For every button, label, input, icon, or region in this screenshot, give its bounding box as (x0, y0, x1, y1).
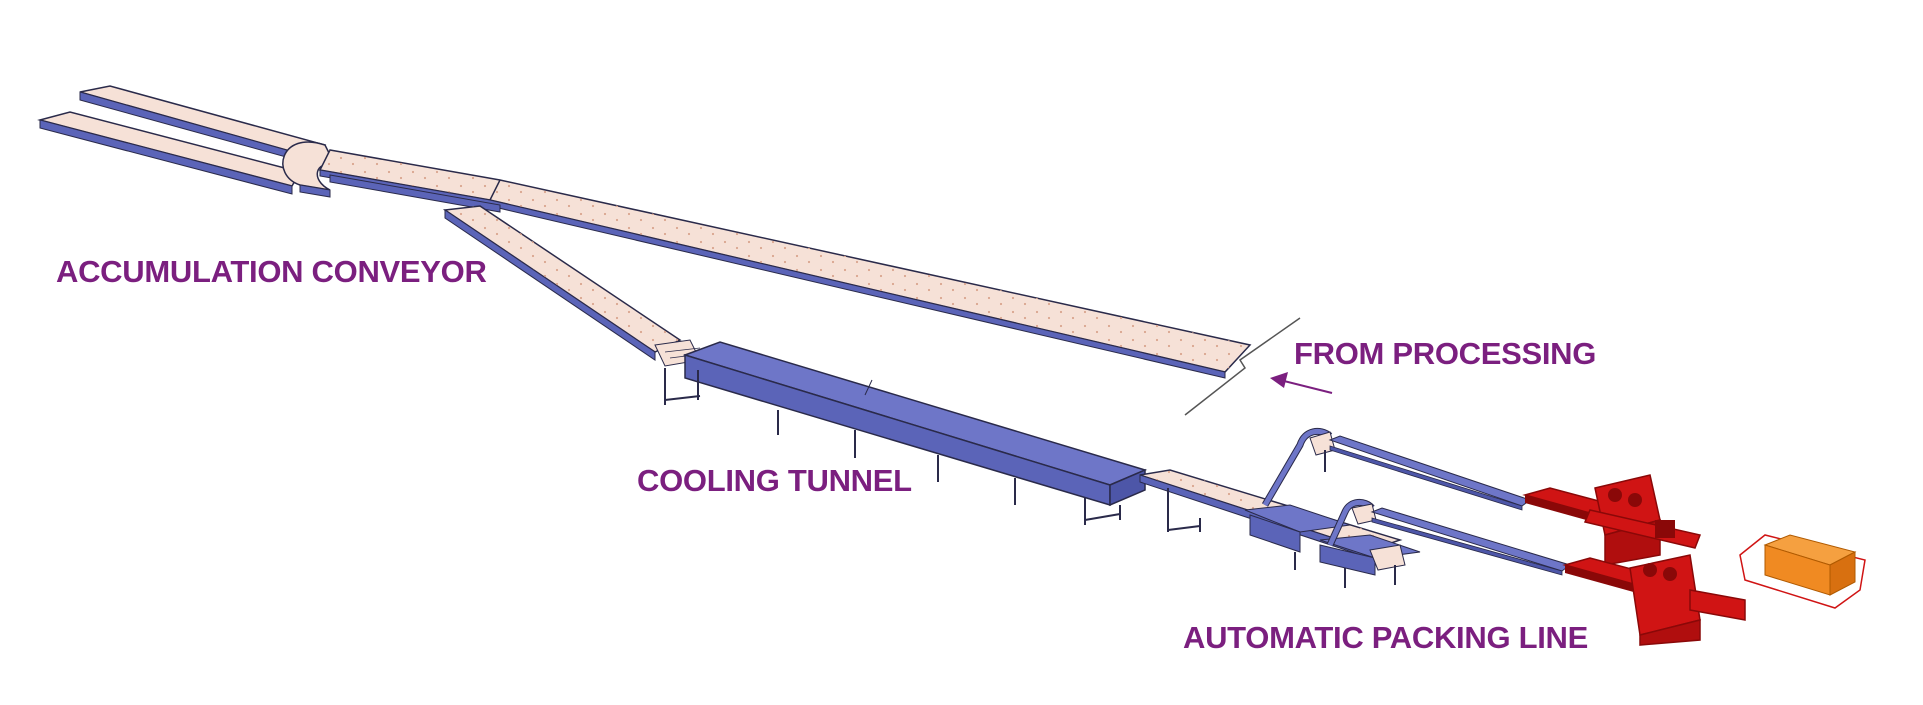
automatic-packing-line-label: AUTOMATIC PACKING LINE (1183, 620, 1588, 655)
packing-branch-upper (1261, 427, 1532, 511)
break-lines (1184, 317, 1301, 416)
packing-machine-lower (1562, 554, 1746, 646)
accumulation-conveyor (37, 85, 327, 195)
packing-branch-lower (1326, 499, 1572, 576)
cooling-tunnel-label: COOLING TUNNEL (637, 463, 912, 498)
from-processing-label: FROM PROCESSING (1294, 336, 1597, 371)
direction-arrow-icon (1270, 372, 1333, 394)
infeed-conveyor (318, 149, 1252, 379)
finished-package (1739, 534, 1866, 609)
packing-machine-upper (1522, 474, 1702, 566)
cooling-tunnel (664, 341, 1148, 525)
accumulation-conveyor-label: ACCUMULATION CONVEYOR (56, 254, 487, 289)
outfeed-conveyor (1139, 469, 1421, 588)
